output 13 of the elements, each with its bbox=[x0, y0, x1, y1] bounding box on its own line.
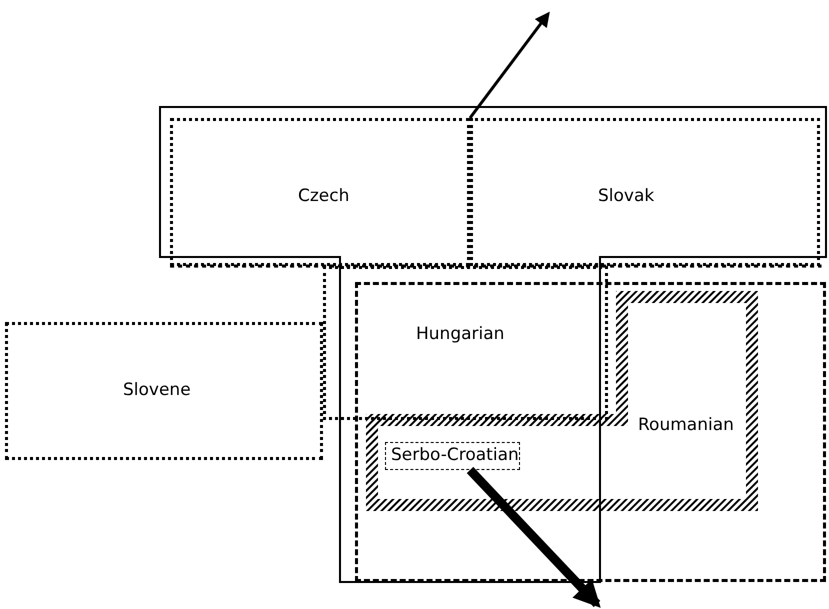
arrow bbox=[468, 12, 550, 119]
region-box bbox=[323, 266, 608, 420]
region-box bbox=[470, 118, 820, 266]
region-box bbox=[385, 442, 520, 470]
region-label: Roumanian bbox=[638, 415, 734, 435]
region-box bbox=[5, 322, 323, 460]
region-box bbox=[170, 118, 470, 266]
region-label: Serbo-Croatian bbox=[391, 445, 519, 465]
region-label: Slovene bbox=[123, 380, 191, 400]
region-label: Hungarian bbox=[416, 324, 504, 344]
region-label: Slovak bbox=[598, 186, 654, 206]
region-box bbox=[355, 282, 826, 582]
region-label: Czech bbox=[298, 186, 350, 206]
